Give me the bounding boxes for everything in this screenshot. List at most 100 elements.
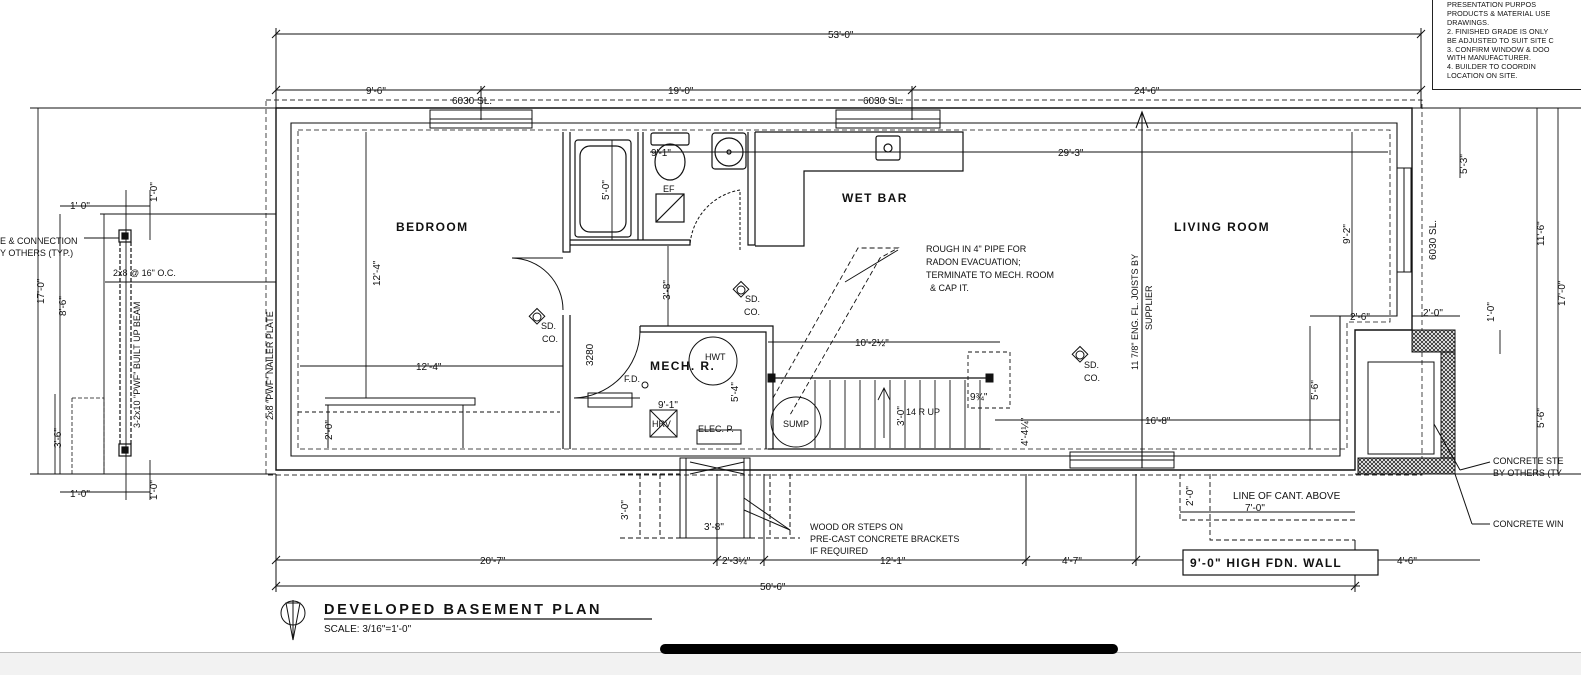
interior-dimensions (37, 108, 1559, 500)
note-line: WITH MANUFACTURER. (1447, 53, 1532, 63)
dim-stair-w: 3'-0" (896, 406, 907, 426)
note-nailer-plate: 2x8 "PWF" NAILER PLATE (265, 311, 275, 420)
dim-top-a: 9'-6" (366, 86, 386, 97)
note-line: 2. FINISHED GRADE IS ONLY (1447, 26, 1549, 36)
dim-bath-w: 9'-1" (651, 148, 671, 159)
label-elec: ELEC. P. (698, 424, 734, 434)
note-line: PRESENTATION PURPOS (1447, 0, 1537, 9)
bedroom-fixtures (298, 397, 560, 448)
dim-hall: 3'-8" (662, 280, 673, 300)
dim-mech-a: 5'-4" (730, 382, 741, 402)
note-steps-2: PRE-CAST CONCRETE BRACKETS (810, 534, 959, 544)
dim-overall-bot: 50'-6" (760, 582, 786, 593)
dim-left-b: 8'-6" (58, 296, 69, 316)
bottom-dimensions (271, 474, 1480, 592)
dim-living-w: 16'-8" (1145, 416, 1171, 427)
note-joist-1: 11 7/8" ENG. FL. JOISTS BY (1130, 254, 1140, 370)
beam-columns (71, 229, 132, 474)
plan-scale: SCALE: 3/16"=1'-0" (324, 624, 412, 635)
label-sump: SUMP (783, 419, 809, 429)
note-concrete-3: CONCRETE WIN (1493, 519, 1564, 529)
dim-bot-c: 12'-1" (880, 556, 906, 567)
label-sd-3: SD. (1084, 360, 1099, 370)
dim-col-d: 1'-0" (149, 480, 160, 500)
label-co-3: CO. (1084, 373, 1100, 383)
dim-bed-w: 12'-4" (416, 362, 442, 373)
interior-walls (562, 131, 990, 450)
dim-living-b: 5'-6" (1310, 380, 1321, 400)
label-fd: F.D. (624, 374, 640, 384)
dim-right-d: 5'-6" (1536, 408, 1547, 428)
label-sd-2: SD. (745, 294, 760, 304)
dim-closet: 3280 (585, 343, 596, 366)
north-arrow-icon (280, 600, 306, 641)
window-label-1: 6030 SL. (452, 96, 492, 107)
top-dimensions (271, 28, 1426, 120)
window-label-3: 6030 SL. (1428, 220, 1439, 260)
note-radon-1: ROUGH IN 4" PIPE FOR (926, 244, 1027, 254)
dim-bot-b: 2'-3¼" (722, 555, 751, 567)
dim-right-a: 5'-3" (1459, 154, 1470, 174)
plan-title: DEVELOPED BASEMENT PLAN (324, 602, 602, 618)
window-label-2: 6030 SL. (863, 96, 903, 107)
note-line: PRODUCTS & MATERIAL USE (1447, 8, 1551, 18)
exterior-steps (620, 457, 800, 539)
dim-col-c: 1'-0" (70, 489, 90, 500)
dim-living-a: 2'-6" (1350, 312, 1370, 323)
label-ef: EF (663, 184, 675, 194)
dim-right-c: 17'-0" (1557, 280, 1568, 306)
note-radon-3: TERMINATE TO MECH. ROOM (926, 270, 1054, 280)
dim-small-b: 4'-4¼" (1019, 417, 1031, 446)
note-line: BE ADJUSTED TO SUIT SITE C (1447, 35, 1554, 45)
dim-right-b: 11'-6" (1536, 221, 1547, 246)
room-label-bedroom: BEDROOM (396, 220, 468, 234)
dim-top-b: 19'-0" (668, 86, 694, 97)
note-joist-2: SUPPLIER (1144, 285, 1154, 330)
note-line: 3. CONFIRM WINDOW & DOO (1447, 44, 1550, 54)
label-co-2: CO. (744, 307, 760, 317)
dim-cant-a: 2'-0" (1185, 486, 1196, 506)
dim-left-a: 17'-0" (36, 278, 47, 304)
dim-step-a: 3'-0" (620, 500, 631, 520)
note-radon-4: & CAP IT. (930, 283, 969, 293)
dim-bot-d: 4'-7" (1062, 556, 1082, 567)
note-line: DRAWINGS. (1447, 17, 1490, 27)
dim-wetbar-w: 29'-3" (1058, 148, 1084, 159)
dim-right-e: 2'-0" (1423, 308, 1443, 319)
doors (511, 189, 741, 399)
note-connection-2: Y OTHERS (TYP.) (0, 248, 73, 258)
room-label-mech-room: MECH. R. (650, 359, 715, 373)
cant-label: LINE OF CANT. ABOVE (1233, 491, 1341, 502)
foundation-walls (275, 107, 1413, 471)
note-line: LOCATION ON SITE. (1447, 71, 1518, 81)
dim-col-a: 1'-0" (70, 201, 90, 212)
radon-pipe (772, 247, 900, 416)
concrete-porch (1357, 329, 1491, 525)
note-connection-1: E & CONNECTION (0, 236, 78, 246)
radon-leader (844, 249, 899, 283)
dim-overall-top: 53'-0" (828, 30, 854, 41)
label-co-1: CO. (542, 334, 558, 344)
dim-small-a: 9¾" (970, 392, 988, 403)
joist-line (1135, 110, 1149, 468)
stair (814, 351, 1011, 448)
home-indicator[interactable] (660, 644, 1118, 654)
mechanical-equipment (587, 336, 994, 448)
dim-stair-len: 10'-2½" (855, 338, 889, 349)
dim-bot-a: 20'-7" (480, 556, 506, 567)
dim-cant-b: 7'-0" (1245, 503, 1265, 514)
dim-left-c: 3'-6" (53, 428, 64, 448)
label-hwt: HWT (705, 352, 726, 362)
fdn-wall-label-box (1182, 549, 1379, 576)
note-joist-spacing: 2x8 @ 16" O.C. (113, 268, 176, 278)
cantilever (1179, 474, 1355, 541)
dim-right-f: 1'-0" (1486, 302, 1497, 322)
footing-outline (265, 99, 1423, 476)
label-sd-1: SD. (541, 321, 556, 331)
note-concrete-1: CONCRETE STE (1493, 456, 1564, 466)
smoke-detectors (528, 280, 1089, 363)
bottom-bar (0, 652, 1581, 675)
dim-bath-h: 5'-0" (601, 180, 612, 200)
room-label-living-room: LIVING ROOM (1174, 220, 1270, 234)
